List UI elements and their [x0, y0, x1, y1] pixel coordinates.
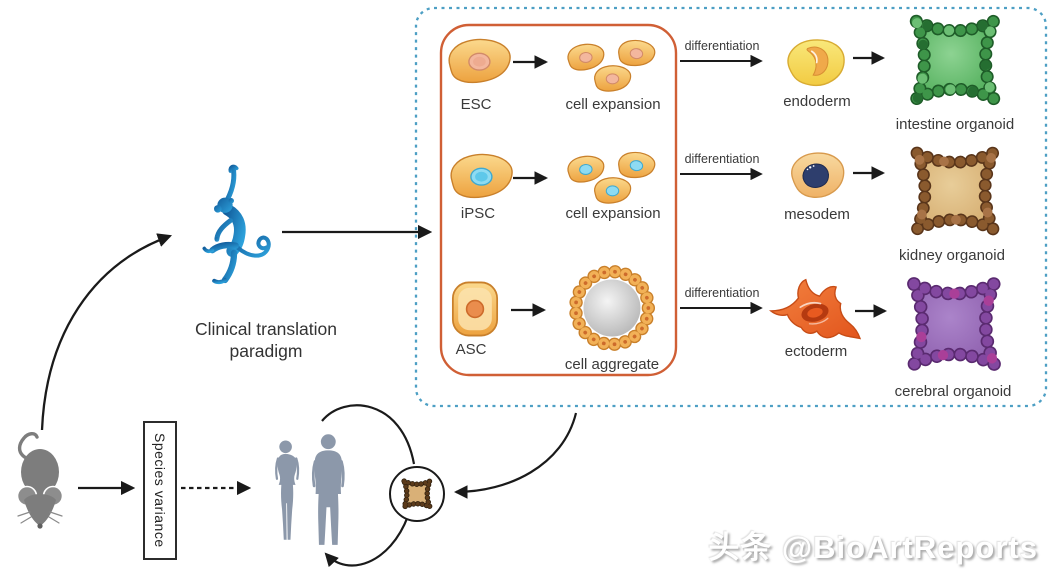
esc-cell-icon — [448, 38, 511, 84]
cell-expansion-label-1: cell expansion — [565, 96, 661, 113]
organoid-to-human-arc — [324, 515, 410, 568]
ipsc-label: iPSC — [460, 205, 496, 222]
human-male-icon — [311, 434, 345, 545]
endoderm-label: endoderm — [783, 93, 851, 110]
scope-dashed-box — [414, 6, 1048, 408]
esc-label: ESC — [460, 96, 492, 113]
human-to-organoid-arc — [321, 404, 416, 465]
species-variance-label: Species variance — [152, 433, 168, 548]
paradigm-caption: Clinical translation paradigm — [168, 318, 364, 362]
esc-cell-expansion-icon — [567, 39, 656, 92]
cell-expansion-label-2: cell expansion — [565, 205, 661, 222]
box-to-organoid-arc — [453, 412, 578, 499]
ipsc-cell-icon — [450, 153, 513, 199]
mouse-icon — [16, 432, 64, 529]
cell-aggregate-icon — [568, 264, 656, 352]
species-variance-box: Species variance — [143, 421, 177, 560]
differentiation-label-3: differentiation — [684, 286, 760, 300]
cerebral-organoid-icon — [901, 270, 1007, 378]
kidney-organoid-icon — [905, 140, 1005, 242]
differentiation-label-2: differentiation — [684, 152, 760, 166]
intestine-organoid-icon — [904, 8, 1006, 112]
differentiation-label-1: differentiation — [684, 39, 760, 53]
human-silhouettes — [275, 434, 345, 545]
endoderm-icon — [787, 39, 845, 87]
mesoderm-icon — [791, 152, 845, 198]
ectoderm-label: ectoderm — [784, 343, 848, 360]
mesoderm-label: mesodem — [784, 206, 850, 223]
ectoderm-icon — [769, 278, 861, 340]
monkey-icon — [202, 164, 271, 285]
pipeline-box — [439, 23, 678, 377]
cerebral-organoid-label: cerebral organoid — [894, 383, 1012, 400]
paradigm-caption-line1: Clinical translation — [194, 319, 337, 339]
asc-cell-icon — [451, 281, 499, 337]
intestine-organoid-label: intestine organoid — [895, 116, 1015, 133]
watermark: 头条 @BioArtReports — [708, 530, 1038, 565]
human-female-icon — [275, 440, 300, 540]
cell-aggregate-label: cell aggregate — [564, 356, 660, 373]
asc-label: ASC — [455, 341, 487, 358]
mouse-to-monkey-arrow — [40, 233, 173, 431]
paradigm-caption-line2: paradigm — [229, 341, 303, 361]
ipsc-cell-expansion-icon — [567, 151, 656, 204]
organoid-capsule-icon — [399, 476, 435, 512]
kidney-organoid-label: kidney organoid — [899, 247, 1005, 264]
organoid-capsule — [389, 466, 445, 522]
